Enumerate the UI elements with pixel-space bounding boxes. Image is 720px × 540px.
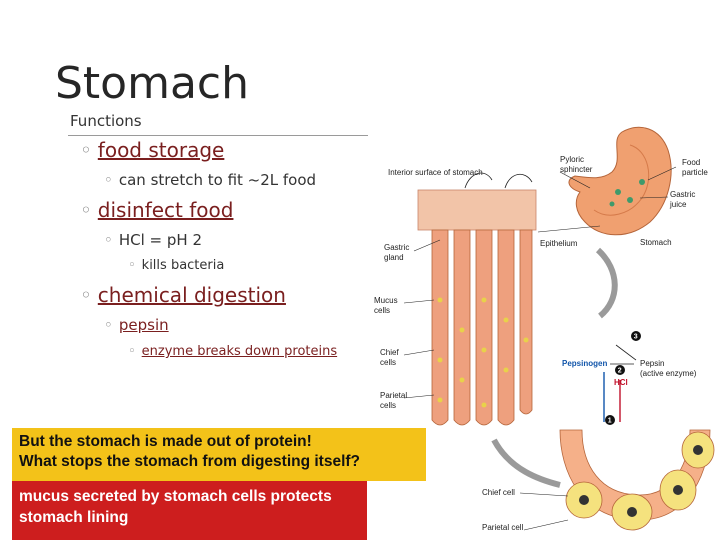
label-pyloric-1: Pyloric xyxy=(560,155,584,164)
bullet-marker: ◦ xyxy=(80,138,92,162)
label-chief-1: Chief xyxy=(380,348,399,357)
zoom-arrow xyxy=(491,438,561,488)
step-3: 3 xyxy=(634,334,638,341)
title-divider xyxy=(68,135,368,136)
label-food-1: Food xyxy=(682,158,700,167)
question-box: But the stomach is made out of protein! … xyxy=(12,428,426,481)
food-particle xyxy=(609,201,615,207)
step-2-marker xyxy=(615,365,625,375)
slide-title: Stomach xyxy=(55,58,250,109)
stomach-surface xyxy=(417,189,537,231)
label-gastric-juice-1: Gastric xyxy=(670,190,695,199)
gastric-cells xyxy=(559,429,715,531)
bullet-text[interactable]: food storage xyxy=(97,138,225,162)
label-chief-2: cells xyxy=(380,358,396,367)
step-3-marker xyxy=(631,331,641,341)
bullet-hcl: ◦ HCl = pH 2 xyxy=(104,231,202,249)
label-stomach: Stomach xyxy=(640,238,672,247)
bullet-marker: ◦ xyxy=(104,316,113,334)
bullet-marker: ◦ xyxy=(80,198,92,222)
bullet-text[interactable]: chemical digestion xyxy=(97,283,286,307)
gastric-glands xyxy=(431,229,533,426)
answer-box: mucus secreted by stomach cells protects… xyxy=(12,481,367,540)
label-parietal-1: Parietal xyxy=(380,391,407,400)
label-mucus-1: Mucus xyxy=(374,296,398,305)
label-gastric-juice-2: juice xyxy=(669,200,687,209)
label-mucus-2: cells xyxy=(374,306,390,315)
label-pepsin: Pepsin xyxy=(640,359,664,368)
bullet-text[interactable]: disinfect food xyxy=(97,198,234,222)
bullet-marker: ◦ xyxy=(128,258,136,273)
slide-subtitle: Functions xyxy=(70,112,142,130)
label-pyloric-2: sphincter xyxy=(560,165,593,174)
bullet-text[interactable]: enzyme breaks down proteins xyxy=(141,344,338,359)
food-particle xyxy=(615,189,621,195)
bullet-food-storage: ◦food storage xyxy=(80,138,224,162)
bullet-text[interactable]: pepsin xyxy=(118,316,169,334)
label-epithelium: Epithelium xyxy=(540,239,578,248)
bullet-text: can stretch to fit ~2L food xyxy=(118,171,317,189)
step-2: 2 xyxy=(618,368,622,375)
label-pepsinogen: Pepsinogen xyxy=(562,359,607,368)
food-particle xyxy=(627,197,633,203)
step-1: 1 xyxy=(608,418,612,425)
label-active-enzyme: (active enzyme) xyxy=(640,369,697,378)
bullet-kills-bacteria: ◦ kills bacteria xyxy=(128,258,224,273)
bullet-pepsin: ◦ pepsin xyxy=(104,316,169,334)
bullet-text: kills bacteria xyxy=(141,258,225,273)
label-parietal-cell: Parietal cell xyxy=(482,523,524,532)
bullet-marker: ◦ xyxy=(104,231,113,249)
bullet-marker: ◦ xyxy=(128,344,136,359)
bullet-disinfect: ◦disinfect food xyxy=(80,198,233,222)
label-chief-cell: Chief cell xyxy=(482,488,515,497)
step-1-marker xyxy=(605,415,615,425)
food-particle xyxy=(639,179,645,185)
label-parietal-2: cells xyxy=(380,401,396,410)
answer-line-2: stomach lining xyxy=(19,509,129,526)
bullet-chemical-digestion: ◦chemical digestion xyxy=(80,283,286,307)
bullet-text: HCl = pH 2 xyxy=(118,231,202,249)
stomach-organ-shape xyxy=(568,126,672,236)
zoom-arrow xyxy=(595,247,618,319)
bullet-stretch: ◦ can stretch to fit ~2L food xyxy=(104,171,316,189)
label-interior: Interior surface of stomach xyxy=(388,168,483,177)
label-gastric-gland-2: gland xyxy=(384,253,404,262)
stomach-diagram: Interior surface of stomach Pyloric sphi… xyxy=(374,126,715,532)
answer-line-1: mucus secreted by stomach cells protects xyxy=(19,488,332,505)
question-line-1: But the stomach is made out of protein! xyxy=(19,433,312,450)
bullet-marker: ◦ xyxy=(104,171,113,189)
bullet-enzyme: ◦ enzyme breaks down proteins xyxy=(128,344,337,359)
question-line-2: What stops the stomach from digesting it… xyxy=(19,453,361,470)
parietal-cell-dots xyxy=(437,297,529,408)
label-gastric-gland-1: Gastric xyxy=(384,243,409,252)
bullet-marker: ◦ xyxy=(80,283,92,307)
label-hcl: HCl xyxy=(614,378,628,387)
label-food-2: particle xyxy=(682,168,708,177)
